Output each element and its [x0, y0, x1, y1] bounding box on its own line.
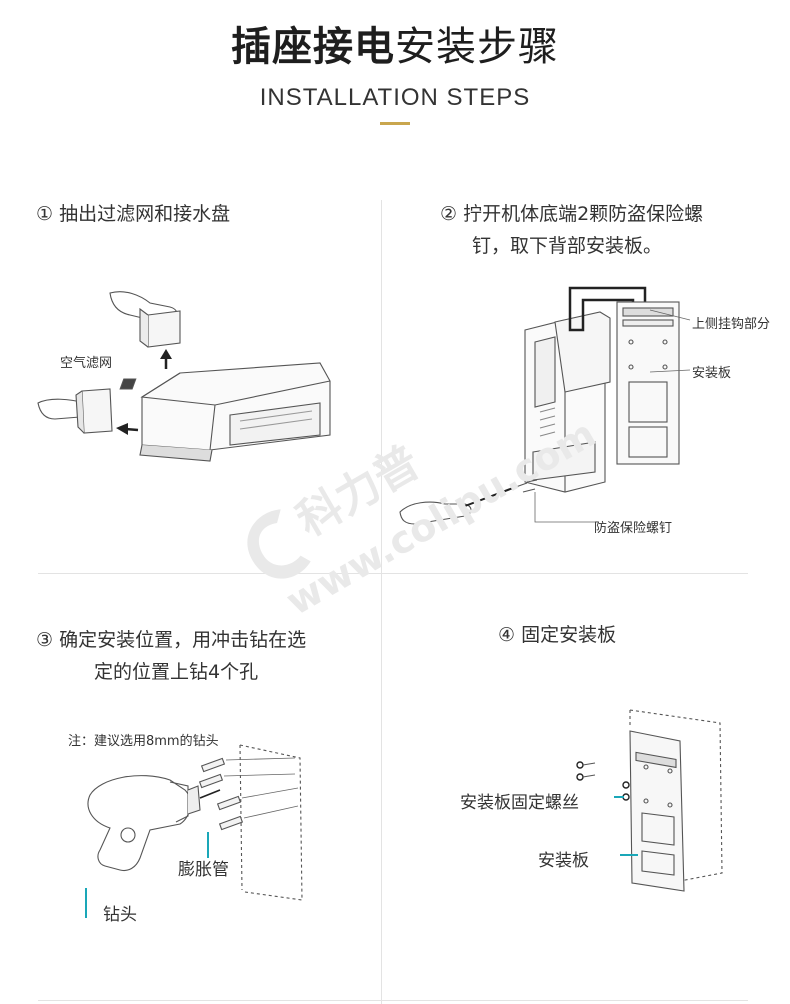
step-2-text: ② 拧开机体底端2颗防盗保险螺 钉，取下背部安装板。: [440, 198, 703, 262]
label-expansion-anchor: 膨胀管: [178, 860, 229, 880]
step-1-line-1: ① 抽出过滤网和接水盘: [36, 203, 231, 225]
step-2-line-1: ② 拧开机体底端2颗防盗保险螺: [440, 203, 704, 225]
note-drill-bit-size: 注：建议选用8mm的钻头: [68, 734, 219, 749]
page-title: 插座接电安装步骤: [0, 22, 790, 72]
step-1-illustration: [37, 291, 331, 462]
step-2-illustration: [399, 286, 691, 525]
title-light: 安装步骤: [395, 24, 559, 70]
title-underline: [380, 122, 410, 125]
drill-bit-marker: [85, 888, 87, 918]
colipu-logo-icon: [247, 509, 311, 579]
label-air-filter: 空气滤网: [60, 356, 113, 371]
label-anti-theft-screw: 防盗保险螺钉: [594, 521, 673, 536]
step-3-text: ③ 确定安装位置，用冲击钻在选 定的位置上钻4个孔: [36, 624, 306, 688]
grid-divider-vertical: [381, 200, 382, 1004]
label-plate-fix-screw: 安装板固定螺丝: [460, 793, 579, 813]
step-4-line-1: ④ 固定安装板: [498, 624, 617, 646]
step-3-illustration: [87, 744, 303, 901]
title-bold: 插座接电: [231, 24, 395, 70]
label-drill-bit: 钻头: [103, 905, 137, 925]
grid-divider-middle: [38, 573, 748, 574]
step-4-illustration: [576, 709, 723, 892]
page-subtitle: INSTALLATION STEPS: [259, 84, 531, 111]
label-mount-plate: 安装板: [692, 366, 732, 381]
step-3-line-1: ③ 确定安装位置，用冲击钻在选: [36, 629, 307, 651]
label-upper-hook: 上侧挂钩部分: [692, 317, 771, 332]
section-header: 插座接电安装步骤 INSTALLATION STEPS: [0, 0, 790, 140]
label-plate: 安装板: [538, 851, 589, 871]
step-2-line-2: 钉，取下背部安装板。: [472, 235, 663, 257]
step-4-text: ④ 固定安装板: [498, 619, 616, 651]
step-1-text: ① 抽出过滤网和接水盘: [36, 198, 230, 230]
grid-divider-bottom: [38, 1000, 748, 1001]
step-3-line-2: 定的位置上钻4个孔: [94, 661, 259, 683]
